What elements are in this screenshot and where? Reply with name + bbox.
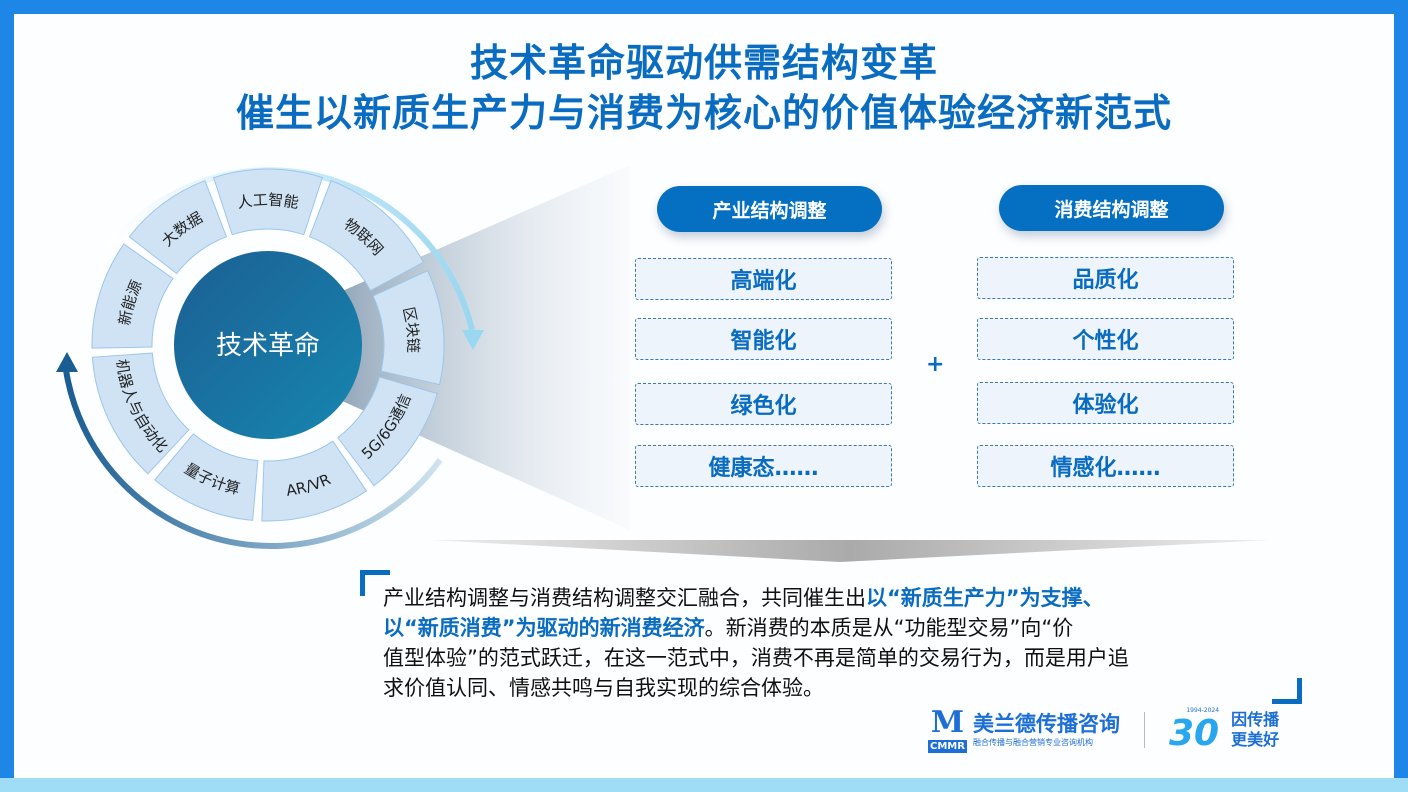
cmmr-logo-mark: M CMMR — [928, 706, 967, 753]
industry-item: 绿色化 — [635, 383, 892, 425]
consumption-item: 品质化 — [977, 257, 1234, 299]
ring-segment — [212, 168, 324, 236]
ring-segment — [337, 376, 438, 487]
slogan-line-2: 更美好 — [1231, 729, 1280, 749]
consumption-item: 个性化 — [977, 318, 1234, 360]
industry-header: 产业结构调整 — [657, 186, 882, 232]
arrow-head-up-icon — [56, 352, 78, 372]
summary-paragraph: 产业结构调整与消费结构调整交汇融合，共同催生出以“新质生产力”为支撑、 以“新质… — [383, 583, 1283, 703]
frame-bottom-bar — [0, 778, 1408, 792]
ring-segment — [91, 352, 190, 475]
industry-item: 健康态…… — [635, 445, 892, 487]
para-highlight: 以“新质消费”为驱动的新消费经济 — [383, 616, 705, 640]
consumption-header: 消费结构调整 — [999, 185, 1224, 231]
cycle-arrow-bottom — [63, 369, 443, 549]
para-text: 值型体验”的范式跃迁，在这一范式中，消费不再是简单的交易行为，而是用户追 — [383, 646, 1129, 670]
arrow-head-down-icon — [462, 330, 484, 350]
core-label: 技术革命 — [216, 331, 320, 361]
ring-segment — [261, 440, 368, 522]
logo-abbr: CMMR — [928, 740, 967, 753]
ring-segment — [91, 243, 174, 349]
ring-segment — [128, 180, 228, 275]
consumption-item: 情感化…… — [977, 445, 1234, 487]
consumption-item: 体验化 — [977, 382, 1234, 424]
title-line-2: 催生以新质生产力与消费为核心的价值体验经济新范式 — [235, 91, 1172, 135]
industry-item: 智能化 — [635, 318, 892, 360]
ring-segment-label-text: 区块链 — [399, 305, 422, 353]
para-text: 。新消费的本质是从“功能型交易”向“价 — [704, 616, 1074, 640]
ring-segment-label: 区块链 — [399, 305, 422, 353]
anniversary-years: 1994-2024 — [1186, 706, 1220, 714]
brand-tagline: 融合传播与融合营销专业咨询机构 — [972, 738, 1093, 747]
anniversary-logo: 1994-2024 30 — [1169, 707, 1219, 753]
slogan-line-1: 因传播 — [1231, 709, 1280, 729]
logo-m: M — [930, 705, 965, 740]
ring-segment — [154, 433, 259, 521]
anniversary-number: 30 — [1168, 712, 1220, 754]
logo-divider — [1143, 711, 1145, 748]
title-line-1: 技术革命驱动供需结构变革 — [469, 41, 938, 85]
para-text: 产业结构调整与消费结构调整交汇融合，共同催生出 — [383, 586, 866, 610]
plus-sign: + — [926, 352, 945, 377]
brand-name: 美兰德传播咨询 — [972, 712, 1120, 736]
bracket-top-left — [360, 570, 390, 596]
industry-item: 高端化 — [635, 258, 892, 300]
bracket-bottom-right — [1272, 678, 1302, 704]
core-circle — [174, 251, 362, 439]
chevron-bar — [430, 540, 1270, 562]
footer-logo: M CMMR 美兰德传播咨询 融合传播与融合营销专业咨询机构 1994-2024… — [928, 706, 1279, 753]
ring-segment — [308, 180, 425, 292]
para-text: 求价值认同、情感共鸣与自我实现的综合体验。 — [383, 676, 824, 700]
funnel-shape — [340, 165, 630, 530]
ring-segment — [372, 269, 445, 386]
para-highlight: 以“新质生产力”为支撑、 — [866, 586, 1104, 610]
